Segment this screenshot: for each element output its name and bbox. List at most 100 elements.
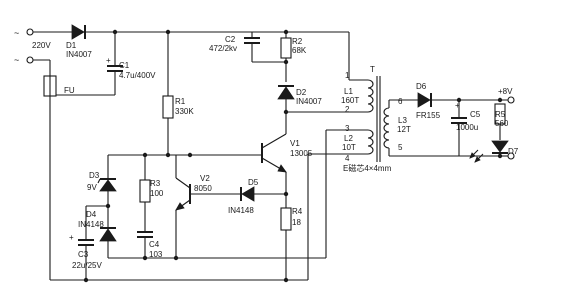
snubber: C2 472/2kv R2 68K [209,32,307,82]
r3-body [139,179,151,203]
l3-value: 12T [397,125,411,134]
winding-l1: 1 2 L1 160T [341,71,374,114]
ac-terminal-top [26,28,34,36]
output-voltage-label: +8V [498,87,513,96]
fuse-fu: FU [33,59,75,97]
d5-value: IN4148 [228,206,254,215]
r4-ref: R4 [292,207,303,216]
junction-c4-rail [142,255,148,261]
l3-ref: L3 [398,116,407,125]
d1-value: IN4007 [66,50,92,59]
v2-collector [175,177,191,189]
d7-arrowhead-1 [469,152,476,159]
diode-d5: D5 IN4148 [214,178,286,215]
junction-r1-base [165,152,171,158]
capacitor-c3: + C3 22u/25V [69,206,102,280]
ac-voltage-label: 220V [32,41,51,50]
diode-d1-symbol [71,24,85,40]
r4-value: 18 [292,218,301,227]
output-terminal-pos [507,96,515,104]
l1-ref: L1 [344,87,353,96]
l2-pin3: 3 [345,124,350,133]
r3-value: 100 [150,189,164,198]
diode-d2: D2 IN4007 [277,85,322,130]
junction-v2-collector [187,152,193,158]
r2-value: 68K [292,46,307,55]
zener-d3: D3 9V [87,155,117,228]
d4-value: IN4148 [78,220,104,229]
l1-pin1: 1 [345,71,350,80]
v1-emitter-arrow [277,164,287,173]
d5-ref: D5 [248,178,259,187]
l3-coil [383,107,390,149]
r2-ref: R2 [292,37,303,46]
r1-body [162,95,174,119]
l1-coil [367,79,374,113]
d6-value: FR155 [416,111,441,120]
junction-v2e-rail [173,255,179,261]
junction-l1-collector [283,109,289,115]
c1-value: 4.7u/400V [119,71,156,80]
diode-d6: D6 FR155 [416,82,441,120]
v2-value: 8050 [194,184,212,193]
resistor-r3: R3 100 [139,155,164,232]
diode-d1: D1 IN4007 [66,24,92,59]
d7-arrowhead-2 [474,156,481,163]
c1-ref: C1 [119,61,130,70]
junction-r2-c2 [283,59,289,65]
r5-value: 560 [495,119,509,128]
junction-d3-c3 [105,203,111,209]
transformer-ref: T [370,65,375,74]
c3-value: 22u/25V [72,261,102,270]
r1-value: 330K [175,107,194,116]
winding-l2: 3 4 L2 10T [308,124,374,258]
led-indicator: R5 560 D7 [469,103,519,163]
r4-body [280,207,292,231]
l1-pin2: 2 [345,105,350,114]
c4-ref: C4 [149,240,160,249]
v2-emitter-arrow [175,202,185,211]
junction-r5-top [497,97,503,103]
c5-value: 1000u [456,123,478,132]
diode-d4-symbol [99,228,117,242]
winding-l3: 6 5 L3 12T [383,97,500,157]
ac-tilde-top: ~ [14,28,19,38]
d7-ref: D7 [508,147,519,156]
capacitor-c4: C4 103 [137,231,163,259]
c3-ref: C3 [78,250,89,259]
output-terminal-neg [507,152,515,160]
c2-value: 472/2kv [209,44,237,53]
diode-d7-symbol [491,140,509,153]
d2-ref: D2 [296,88,307,97]
core-label: E磁芯4×4mm [343,163,392,173]
ac-input: ~ 220V ~ [14,28,51,65]
d1-ref: D1 [66,41,77,50]
d6-ref: D6 [416,82,427,91]
r3-ref: R3 [150,179,161,188]
diode-d4: D4 IN4148 [78,210,117,258]
c1-polarity: + [106,56,111,65]
resistor-r1: R1 330K [162,32,194,155]
r1-ref: R1 [175,97,186,106]
c3-polarity: + [69,233,74,242]
v2-ref: V2 [200,174,210,183]
capacitor-c5: + C5 1000u [451,100,481,156]
d2-value: IN4007 [296,97,322,106]
c5-ref: C5 [470,110,481,119]
l1-value: 160T [341,96,359,105]
diode-d5-symbol [241,186,255,202]
v1-value: 13005 [290,149,313,158]
l2-coil [367,129,374,155]
d3-value: 9V [87,183,97,192]
v1-collector [261,133,287,149]
c2-ref: C2 [225,35,236,44]
l2-pin4: 4 [345,154,350,163]
c5-polarity: + [455,101,460,110]
diode-d2-symbol [277,86,295,100]
l2-ref: L2 [344,134,353,143]
capacitor-c1: + C1 4.7u/400V [106,32,156,95]
transistor-v2: V2 8050 [175,155,214,258]
l3-pin6: 6 [398,97,403,106]
c4-value: 103 [149,250,163,259]
